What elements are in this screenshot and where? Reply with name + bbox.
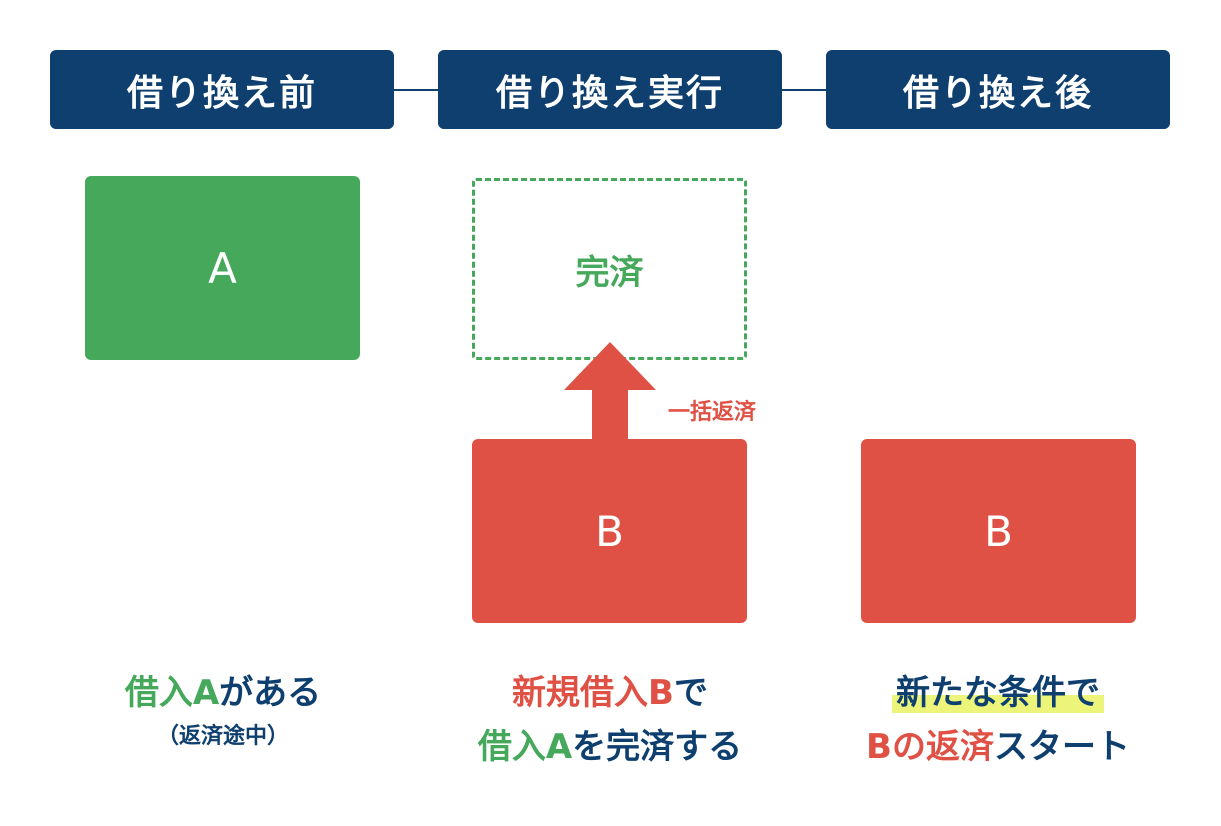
caption-line: 新たな条件で xyxy=(808,666,1188,720)
caption-line: 新規借入Bで xyxy=(420,666,800,720)
caption-subtext: （返済途中） xyxy=(156,724,289,749)
stage-header-label: 借り換え実行 xyxy=(495,72,724,114)
loan-b-label: B xyxy=(984,506,1013,556)
stage-header-label: 借り換え前 xyxy=(126,72,317,114)
caption-execute: 新規借入Bで 借入Aを完済する xyxy=(420,666,800,774)
caption-text: する xyxy=(674,727,743,767)
up-arrow-icon xyxy=(564,342,656,440)
caption-loan-a: 借入A xyxy=(124,673,220,713)
caption-text: を xyxy=(572,727,607,767)
caption-before: 借入Aがある （返済途中） xyxy=(33,666,413,754)
loan-a-label: A xyxy=(208,243,237,293)
caption-line: 借入Aがある xyxy=(33,666,413,720)
caption-line: 借入Aを完済する xyxy=(420,720,800,774)
caption-new-terms: 新たな条件で xyxy=(892,673,1104,713)
caption-line: Bの返済スタート xyxy=(808,720,1188,774)
connector-line xyxy=(782,89,826,91)
stage-header-execute: 借り換え実行 xyxy=(438,50,782,129)
caption-text: スタート xyxy=(993,727,1130,767)
loan-b-execute-box: B xyxy=(472,439,747,623)
paid-off-label: 完済 xyxy=(575,252,644,293)
stage-header-label: 借り換え後 xyxy=(902,72,1093,114)
caption-repayment: 返済 xyxy=(925,727,994,767)
lump-sum-repayment-label: 一括返済 xyxy=(668,400,757,425)
loan-b-label: B xyxy=(595,506,624,556)
caption-text: で xyxy=(673,673,708,713)
connector-line xyxy=(394,89,438,91)
caption-loan-a: 借入A xyxy=(477,727,573,767)
loan-b-after-box: B xyxy=(861,439,1136,623)
caption-after: 新たな条件で Bの返済スタート xyxy=(808,666,1188,774)
caption-text: がある xyxy=(219,673,322,713)
paid-off-box: 完済 xyxy=(472,178,747,360)
stage-header-before: 借り換え前 xyxy=(50,50,394,129)
loan-a-box: A xyxy=(85,176,360,360)
caption-new-loan-b: 新規借入B xyxy=(512,673,674,713)
caption-paid-off: 完済 xyxy=(606,727,675,767)
caption-loan-b: Bの xyxy=(866,727,926,767)
stage-header-after: 借り換え後 xyxy=(826,50,1170,129)
